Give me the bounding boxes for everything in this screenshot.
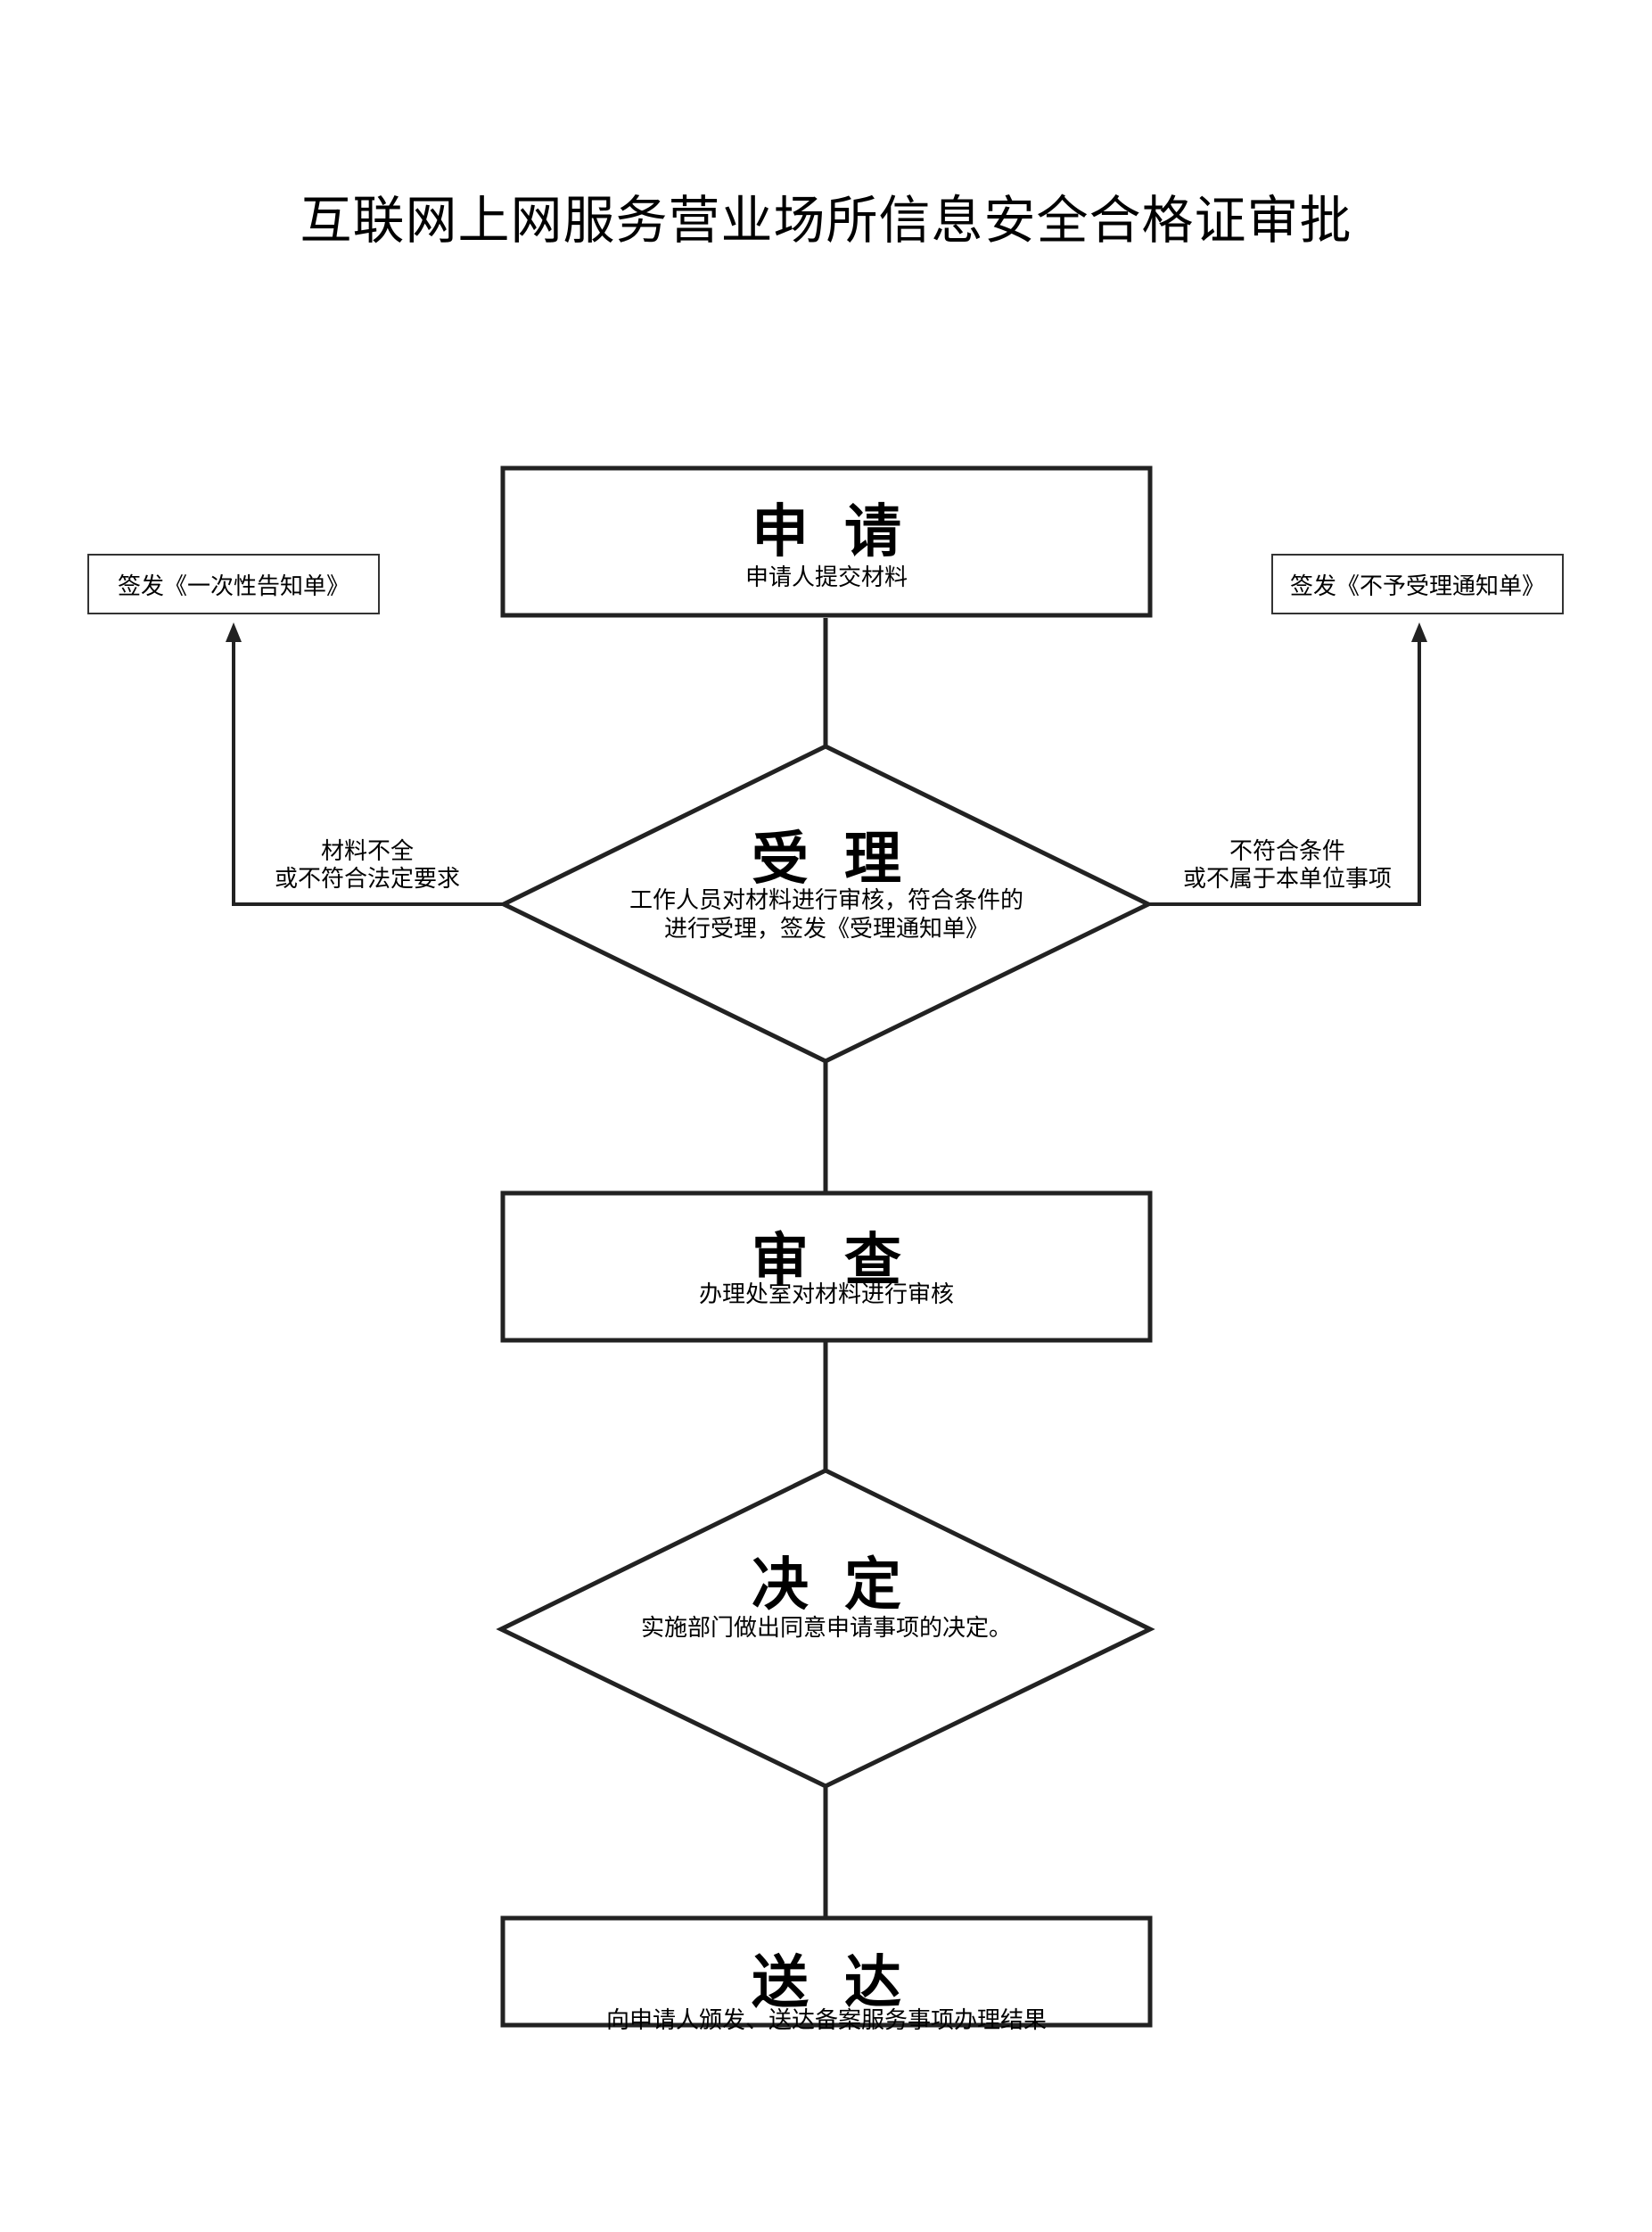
deliver-description: 向申请人颁发、送达备案服务事项办理结果 xyxy=(605,2007,1047,2034)
left-condition-label: 材料不全 或不符合法定要求 xyxy=(242,838,492,894)
left-condition-line: 材料不全 xyxy=(320,838,414,865)
decide-diamond xyxy=(496,1468,1155,1789)
right-output-box: 签发《不予受理通知单》 xyxy=(1271,554,1564,614)
accept-description-line: 进行受理，签发《受理通知单》 xyxy=(663,916,989,943)
left-condition-line: 或不符合法定要求 xyxy=(274,866,460,893)
right-condition-line: 或不属于本单位事项 xyxy=(1182,866,1392,893)
accept-description: 工作人员对材料进行审核，符合条件的 进行受理，签发《受理通知单》 xyxy=(503,886,1150,943)
review-title: 审查 xyxy=(752,1227,937,1294)
arrowhead-right xyxy=(1411,622,1427,642)
apply-box xyxy=(500,465,1153,618)
connector-accept-left-branch xyxy=(232,640,504,906)
deliver-title: 送达 xyxy=(752,1949,937,2016)
accept-description-line: 工作人员对材料进行审核，符合条件的 xyxy=(629,887,1023,914)
apply-title: 申请 xyxy=(752,498,937,565)
accept-title: 受理 xyxy=(752,826,937,893)
arrowhead-left xyxy=(226,622,242,642)
page-title: 互联网上网服务营业场所信息安全合格证审批 xyxy=(300,190,1352,251)
apply-description: 申请人提交材料 xyxy=(744,564,908,591)
decide-title: 决定 xyxy=(752,1552,937,1618)
deliver-box xyxy=(500,1915,1153,2028)
connector-accept-right-branch xyxy=(1148,640,1421,906)
right-condition-label: 不符合条件 或不属于本单位事项 xyxy=(1163,838,1412,894)
left-output-box: 签发《一次性告知单》 xyxy=(87,554,380,614)
decide-description: 实施部门做出同意申请事项的决定。 xyxy=(640,1615,1012,1642)
review-box xyxy=(500,1190,1153,1343)
review-description: 办理处室对材料进行审核 xyxy=(698,1281,954,1308)
right-condition-line: 不符合条件 xyxy=(1229,838,1345,865)
accept-diamond xyxy=(498,744,1154,1064)
